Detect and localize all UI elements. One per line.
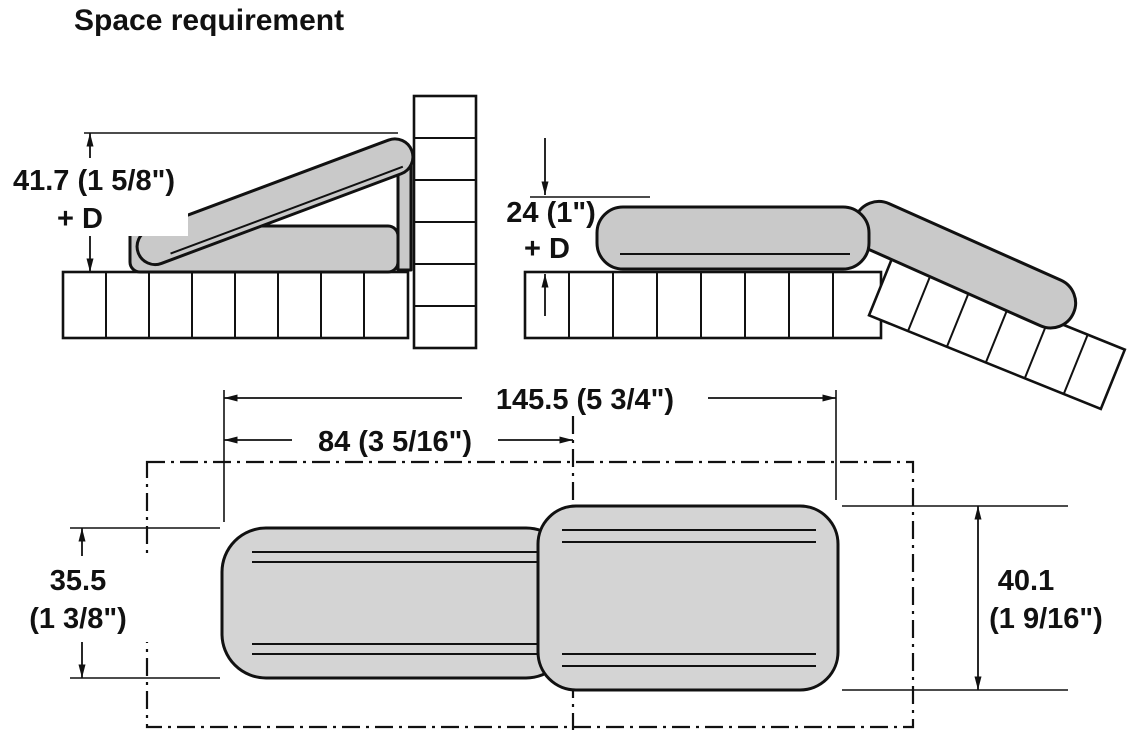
dimension-body-width: 40.1 (1 9/16") <box>842 505 1103 691</box>
panel-divider <box>984 302 1011 363</box>
panel-segments <box>414 137 476 307</box>
cabinet-bottom-panel <box>61 270 410 340</box>
flap-profile-line <box>170 165 404 255</box>
dimension-label-suffix: + D <box>524 233 570 265</box>
hinge-body-plan <box>536 504 840 692</box>
arm-outline <box>220 526 572 680</box>
closed-flap <box>595 205 871 271</box>
dimension-arm-width: 35.5 (1 3/8") <box>6 527 220 679</box>
dimension-arm-length: 84 (3 5/16") <box>224 423 573 458</box>
body-outline <box>536 504 840 692</box>
dimension-label: 84 (3 5/16") <box>318 426 472 458</box>
dimension-open-height: 41.7 (1 5/8") + D <box>2 132 398 272</box>
dimension-label-inch: (1 9/16") <box>989 603 1103 635</box>
side-view-open: 41.7 (1 5/8") + D <box>2 94 478 350</box>
cabinet-side-panel <box>412 94 478 350</box>
dimension-label-mm: 40.1 <box>998 565 1054 597</box>
cabinet-top-panel <box>523 270 883 340</box>
label-mask <box>6 556 150 642</box>
panel-divider <box>907 271 933 332</box>
dimension-label: 41.7 (1 5/8") <box>13 165 175 197</box>
panel-outline <box>523 270 883 340</box>
plan-view: 145.5 (5 3/4") 84 (3 5/16") 35.5 (1 3/8"… <box>6 380 1103 730</box>
dimension-label-mm: 35.5 <box>50 565 106 597</box>
panel-divider <box>1062 334 1089 395</box>
open-flap <box>135 137 415 267</box>
dimension-label: 24 (1") <box>506 197 596 229</box>
flap-outline <box>135 137 415 267</box>
label-mask <box>462 380 708 416</box>
dimension-label-suffix: + D <box>57 203 103 235</box>
dimension-closed-height: 24 (1") + D <box>506 138 650 316</box>
panel-divider <box>945 287 972 348</box>
side-view-closed: 24 (1") + D <box>506 138 1127 411</box>
dimension-label-inch: (1 3/8") <box>29 603 127 635</box>
page-title: Space requirement <box>74 4 345 37</box>
label-mask <box>292 423 498 457</box>
flap-outline <box>595 205 871 271</box>
panel-segments <box>568 272 834 338</box>
hinge-arm-plan <box>220 526 572 680</box>
dimension-label: 145.5 (5 3/4") <box>496 384 674 416</box>
panel-segments <box>105 272 365 338</box>
label-mask <box>2 158 188 236</box>
dimension-overall-length: 145.5 (5 3/4") <box>223 380 837 522</box>
